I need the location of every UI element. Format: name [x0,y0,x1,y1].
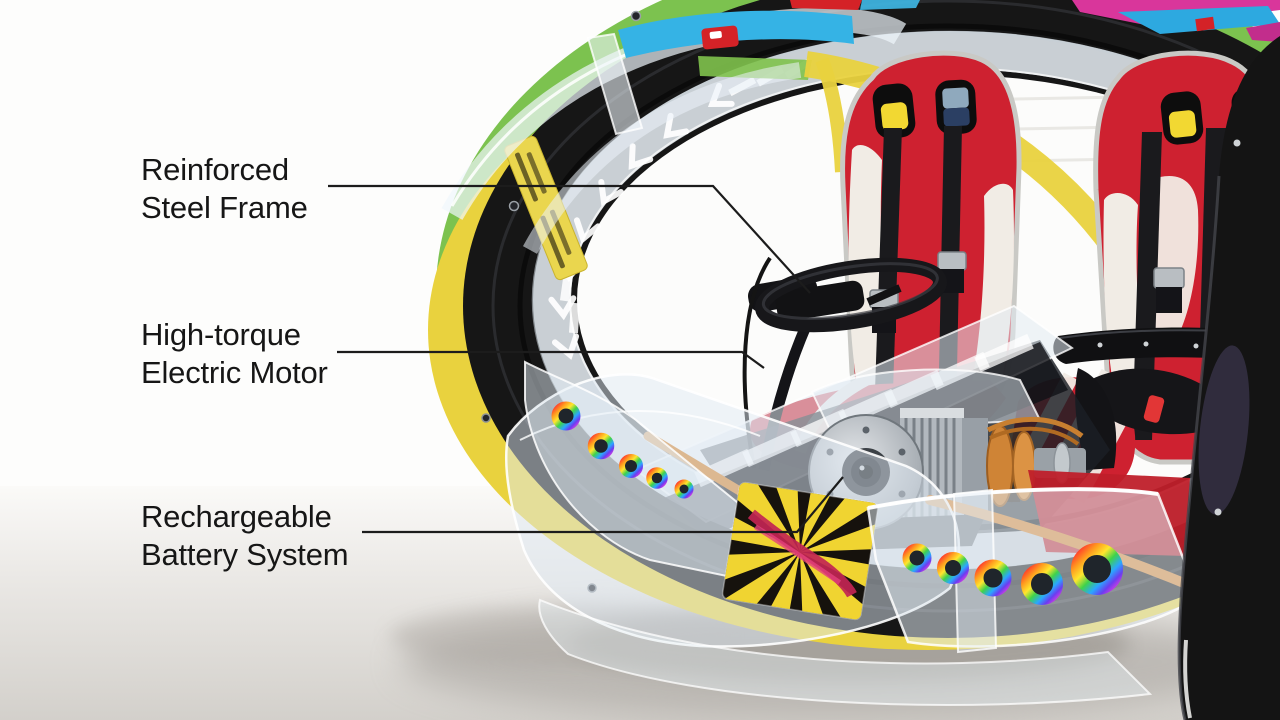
annotation-label-steel-frame: Reinforced Steel Frame [141,152,308,225]
canopy-decals [618,0,1280,59]
annotation-label-battery-system: Rechargeable Battery System [141,499,349,572]
leader-lines [328,184,844,534]
chassis-bottom-skid [538,598,1153,706]
sunburst-decal [721,481,879,621]
leader-line-steel-frame [328,184,811,294]
headrest-holes [872,79,977,139]
sunburst-graffiti-text [747,509,857,598]
rainbow-bolts-left [551,401,694,499]
rainbow-bolts-right [902,543,1123,605]
leader-line-electric-motor [337,350,765,369]
harness-buckle [1153,267,1185,289]
harness-buckle [937,251,967,271]
chassis-post [952,488,998,654]
annotation-label-electric-motor: High-torque Electric Motor [141,317,328,390]
steering-wheel [742,256,947,471]
leader-line-battery-system [362,476,844,534]
red-buckle-latch [1143,395,1165,423]
transparent-chassis [504,360,1200,706]
far-ring [1177,36,1280,720]
